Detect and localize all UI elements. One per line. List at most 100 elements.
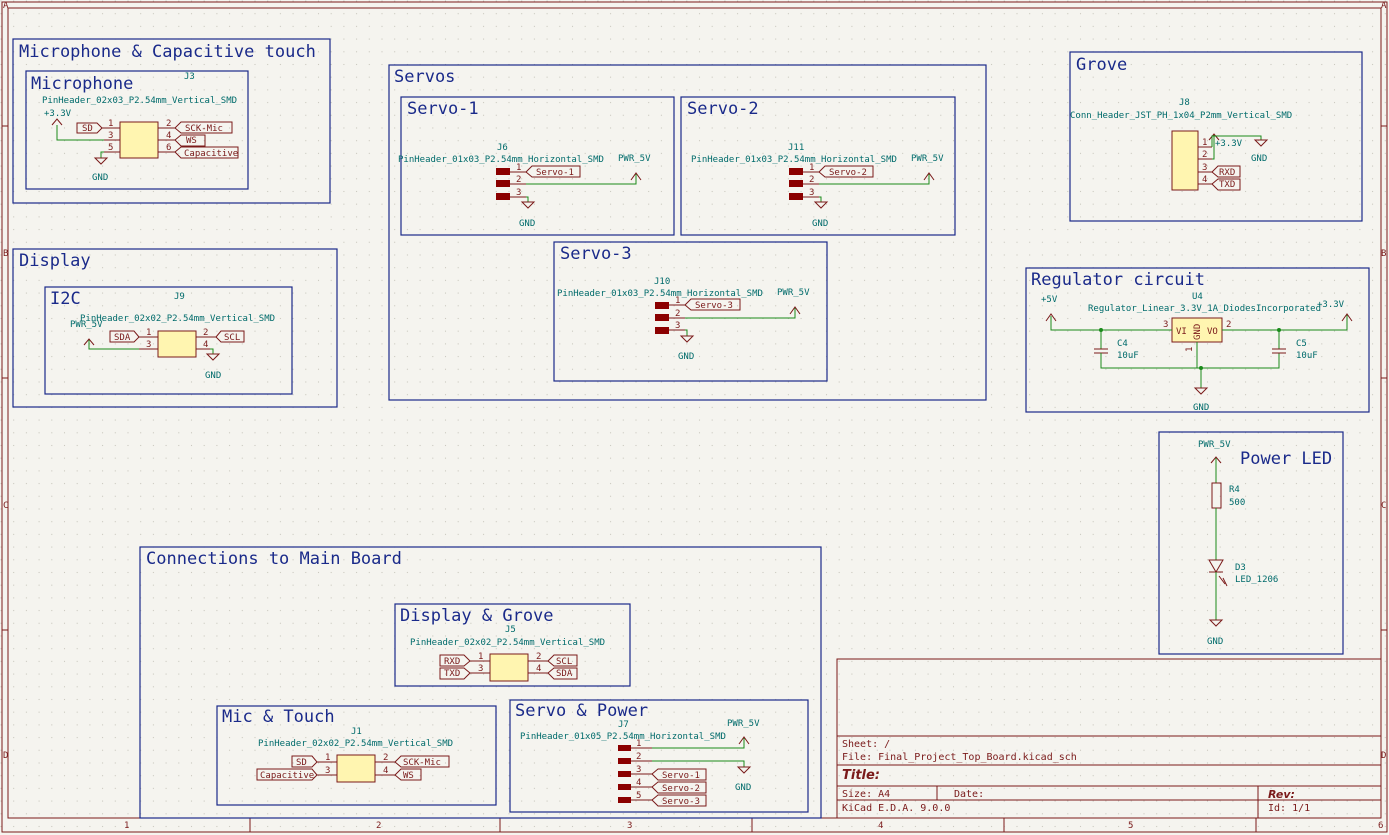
power-gnd: GND — [92, 173, 108, 183]
sheet-display[interactable]: Display I2C J9 PinHeader_02x02_P2.54mm_V… — [12, 248, 338, 408]
power-3v3: +3.3V — [44, 109, 72, 119]
svg-text:2: 2 — [1202, 150, 1207, 160]
svg-text:RXD: RXD — [444, 657, 460, 667]
ref-u4: U4 — [1192, 292, 1203, 302]
sheet-title: Display — [19, 251, 91, 271]
sheet-title: Grove — [1076, 55, 1127, 75]
sheet-servos[interactable]: Servos Servo-1 J6 PinHeader_01x03_P2.54m… — [388, 64, 987, 401]
tb-file: File: Final_Project_Top_Board.kicad_sch — [842, 752, 1077, 763]
subsheet-title: Servo-1 — [407, 99, 479, 119]
subsheet-servo-3[interactable]: Servo-3 J10 PinHeader_01x03_P2.54mm_Hori… — [553, 241, 828, 382]
value-r4: 500 — [1229, 498, 1245, 508]
ref-j7: J7 — [618, 720, 629, 730]
net-label-txd — [439, 667, 471, 680]
power-gnd: GND — [1207, 637, 1223, 647]
svg-text:RXD: RXD — [1219, 168, 1235, 178]
sheet-grove[interactable]: Grove J8 Conn_Header_JST_PH_1x04_P2mm_Ve… — [1069, 51, 1363, 222]
svg-text:2: 2 — [675, 309, 680, 319]
power-pwr5v: PWR_5V — [727, 719, 760, 729]
connector-j8[interactable] — [1171, 130, 1199, 191]
svg-text:3: 3 — [636, 765, 641, 775]
svg-text:1: 1 — [108, 119, 113, 129]
svg-text:3: 3 — [809, 188, 814, 198]
frame-col-6: 6 — [1378, 821, 1383, 831]
connector-j3[interactable] — [119, 121, 159, 159]
svg-text:SCK-Mic: SCK-Mic — [185, 124, 223, 134]
net-label-servo-2 — [651, 781, 707, 794]
ref-r4: R4 — [1229, 485, 1240, 495]
ref-c5: C5 — [1296, 339, 1307, 349]
ref-c4: C4 — [1117, 339, 1128, 349]
frame-row-d: D — [3, 751, 8, 761]
svg-text:4: 4 — [1202, 175, 1207, 185]
svg-text:4: 4 — [383, 766, 388, 776]
net-label-scl — [547, 654, 578, 667]
net-label-capacitive — [256, 768, 318, 781]
net-label-txd — [1211, 178, 1241, 191]
connector-j1[interactable] — [336, 754, 376, 783]
sheet-connections[interactable]: Connections to Main Board Display & Grov… — [139, 546, 822, 819]
net-label-servo-1 — [525, 165, 581, 178]
connector-j9[interactable] — [157, 330, 197, 358]
sheet-title: Connections to Main Board — [146, 549, 402, 569]
svg-text:1: 1 — [675, 296, 680, 306]
subsheet-servo-power[interactable]: Servo & Power J7 PinHeader_01x05_P2.54mm… — [509, 699, 809, 813]
subsheet-servo-1[interactable]: Servo-1 J6 PinHeader_01x03_P2.54mm_Horiz… — [398, 96, 675, 236]
svg-text:4: 4 — [636, 778, 641, 788]
frame-col-4: 4 — [878, 821, 883, 831]
net-label-rxd — [1211, 165, 1241, 178]
svg-text:5: 5 — [636, 791, 641, 801]
ref-j9: J9 — [174, 292, 185, 302]
net-label-sck-mic — [394, 755, 450, 768]
subsheet-mic-touch[interactable]: Mic & Touch J1 PinHeader_02x02_P2.54mm_V… — [216, 705, 497, 806]
ref-j1: J1 — [351, 727, 362, 737]
sheet-regulator[interactable]: Regulator circuit U4 Regulator_Linear_3.… — [1025, 267, 1370, 413]
ref-j6: J6 — [497, 143, 508, 153]
value-c4: 10uF — [1117, 351, 1139, 361]
power-gnd: GND — [1193, 403, 1209, 413]
subsheet-display-grove[interactable]: Display & Grove J5 PinHeader_02x02_P2.54… — [394, 603, 631, 687]
svg-text:1: 1 — [1185, 347, 1195, 352]
subsheet-title: Mic & Touch — [222, 707, 335, 727]
svg-text:4: 4 — [203, 340, 208, 350]
value-j7: PinHeader_01x05_P2.54mm_Horizontal_SMD — [520, 732, 726, 742]
svg-text:3: 3 — [108, 131, 113, 141]
tb-sheet: Sheet: / — [842, 739, 890, 750]
svg-text:2: 2 — [383, 753, 388, 763]
svg-text:SCL: SCL — [556, 657, 572, 667]
subsheet-title: Servo-3 — [560, 244, 632, 264]
frame-row-a: A — [3, 1, 9, 11]
svg-text:1: 1 — [146, 328, 151, 338]
net-label-sda — [109, 330, 140, 343]
sheet-power-led[interactable]: Power LED PWR_5V R4 500 D3 LED_1206 GND — [1158, 431, 1344, 655]
ref-d3: D3 — [1235, 563, 1246, 573]
power-5v: +5V — [1041, 295, 1058, 305]
svg-text:1: 1 — [809, 163, 814, 173]
value-j5: PinHeader_02x02_P2.54mm_Vertical_SMD — [410, 638, 605, 648]
svg-text:2: 2 — [536, 652, 541, 662]
subsheet-title: Display & Grove — [400, 606, 554, 626]
svg-text:4: 4 — [536, 664, 541, 674]
led-d3[interactable] — [1208, 559, 1224, 573]
frame-col-2: 2 — [376, 821, 381, 831]
ref-j8: J8 — [1179, 98, 1190, 108]
power-pwr5v: PWR_5V — [1198, 440, 1231, 450]
title-block: Sheet: / File: Final_Project_Top_Board.k… — [836, 658, 1382, 819]
net-label-sda — [547, 667, 578, 680]
sheet-mic-capacitive[interactable]: Microphone & Capacitive touch Microphone… — [12, 38, 331, 204]
svg-text:2: 2 — [809, 175, 814, 185]
sheet-title: Microphone & Capacitive touch — [19, 42, 316, 62]
connector-j5[interactable] — [489, 653, 529, 682]
value-j1: PinHeader_02x02_P2.54mm_Vertical_SMD — [258, 739, 453, 749]
power-gnd: GND — [812, 219, 828, 229]
power-gnd: GND — [735, 783, 751, 793]
svg-text:3: 3 — [516, 188, 521, 198]
subsheet-title: I2C — [50, 289, 81, 309]
subsheet-servo-2[interactable]: Servo-2 J11 PinHeader_01x03_P2.54mm_Hori… — [680, 96, 956, 236]
svg-text:Servo-3: Servo-3 — [662, 797, 700, 807]
svg-text:Servo-1: Servo-1 — [662, 771, 700, 781]
svg-text:SDA: SDA — [556, 669, 573, 679]
power-pwr5v: PWR_5V — [618, 154, 651, 164]
frame-col-3: 3 — [627, 821, 632, 831]
